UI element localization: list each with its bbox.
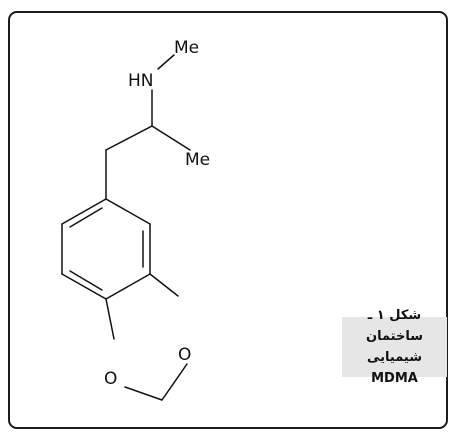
bond-n-methyl xyxy=(157,54,175,70)
bond-ring-o2 xyxy=(105,298,115,340)
amine-label: HN xyxy=(128,71,154,91)
ring-double-bond-3 xyxy=(69,207,103,228)
bond-ch-ch2 xyxy=(105,125,153,151)
bond-o2-ch2 xyxy=(124,386,163,401)
caption-line-2: شیمیایی MDMA xyxy=(366,350,423,386)
methyl-side-label: Me xyxy=(185,150,210,170)
ring-bond-3 xyxy=(105,273,151,300)
ring-bond-1 xyxy=(105,198,151,225)
bond-ch-methyl xyxy=(151,125,191,151)
ring-bond-6 xyxy=(61,198,107,225)
mdma-structure-diagram: Me HN Me O O xyxy=(61,38,210,401)
figure-caption: شکل ۱ ـ ساختمان شیمیایی MDMA xyxy=(342,308,447,386)
ring-double-bond-2 xyxy=(69,270,103,291)
bond-o1-ch2 xyxy=(161,363,188,401)
ring-oxygen-2-label: O xyxy=(104,369,117,389)
methyl-top-label: Me xyxy=(174,38,199,58)
ring-oxygen-1-label: O xyxy=(178,345,191,365)
figure-frame: Me HN Me O O xyxy=(8,11,448,429)
bond-ring-o1 xyxy=(149,273,179,297)
caption-line-1: شکل ۱ ـ ساختمان xyxy=(365,308,424,344)
ring-bond-4 xyxy=(61,273,107,300)
